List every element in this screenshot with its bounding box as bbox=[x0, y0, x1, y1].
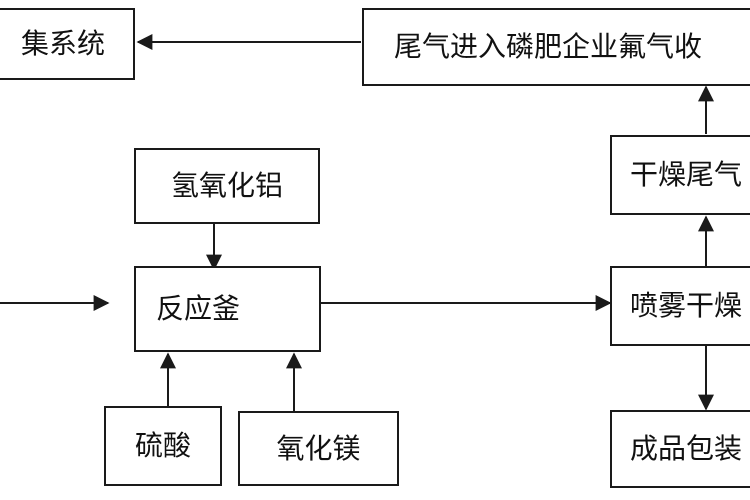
spray-drying-label: 喷雾干燥 bbox=[630, 289, 743, 322]
reactor-box: 反应釜 bbox=[134, 266, 321, 352]
finished-packaging-box: 成品包装 bbox=[610, 410, 750, 488]
aluminum-hydroxide-box: 氢氧化铝 bbox=[134, 148, 320, 224]
sulfuric-acid-label: 硫酸 bbox=[134, 429, 191, 462]
reactor-label: 反应釜 bbox=[156, 292, 241, 325]
tail-gas-to-plant-box: 尾气进入磷肥企业氟气收 bbox=[362, 8, 750, 86]
collection-system-label: 集系统 bbox=[20, 27, 105, 60]
spray-drying-box: 喷雾干燥 bbox=[610, 266, 750, 346]
magnesium-oxide-label: 氧化镁 bbox=[276, 431, 361, 465]
tail-gas-to-plant-label: 尾气进入磷肥企业氟气收 bbox=[394, 30, 703, 63]
aluminum-hydroxide-label: 氢氧化铝 bbox=[170, 169, 283, 202]
drying-tail-gas-label: 干燥尾气 bbox=[630, 158, 743, 191]
drying-tail-gas-box: 干燥尾气 bbox=[610, 135, 750, 215]
finished-packaging-label: 成品包装 bbox=[630, 432, 743, 465]
magnesium-oxide-box: 氧化镁 bbox=[238, 411, 399, 486]
sulfuric-acid-box: 硫酸 bbox=[104, 406, 222, 486]
collection-system-box: 集系统 bbox=[0, 8, 135, 80]
